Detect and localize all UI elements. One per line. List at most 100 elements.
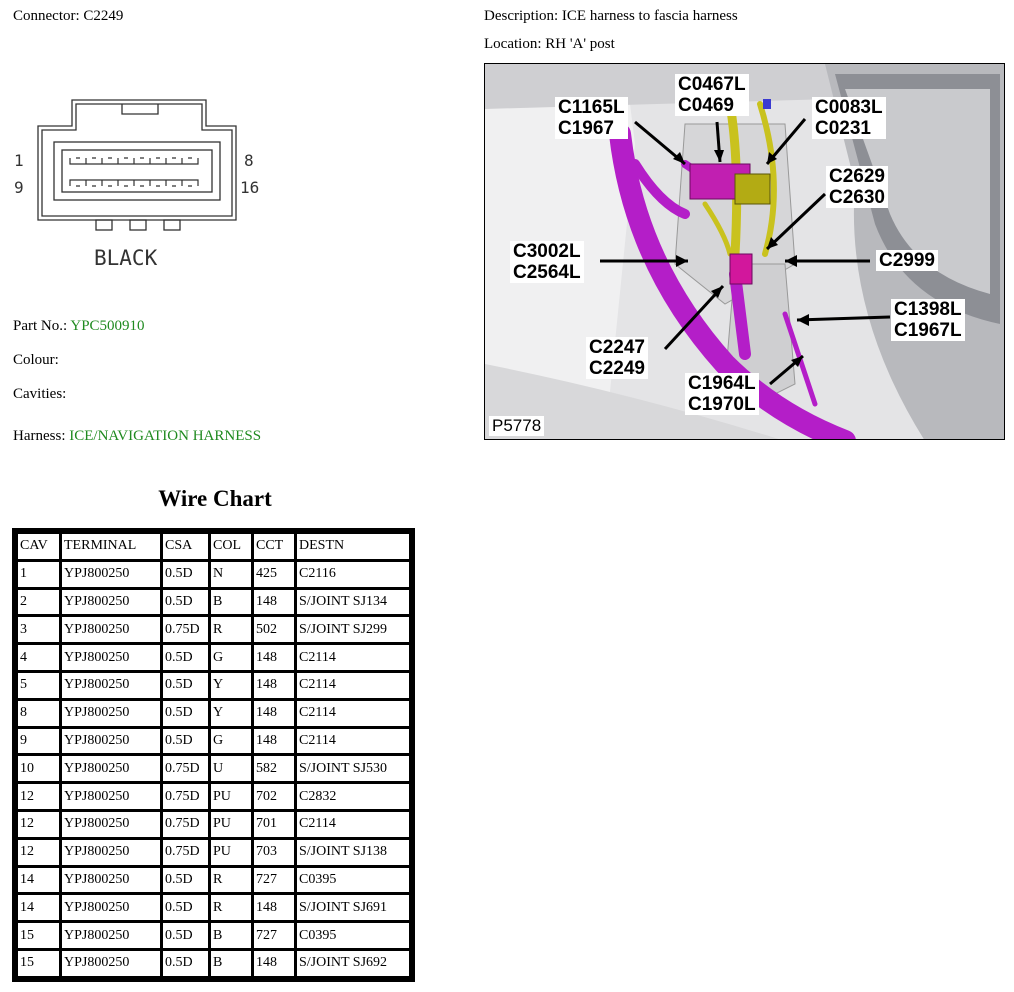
cell-cav: 10 [18,756,59,782]
cell-cav: 12 [18,839,59,865]
cell-terminal: YPJ800250 [62,895,160,921]
callout-c2999: C2999 [876,250,938,271]
cell-destn: C2116 [297,561,409,587]
column-header-col: COL [211,534,251,559]
cell-cav: 5 [18,672,59,698]
cell-terminal: YPJ800250 [62,645,160,670]
column-header-destn: DESTN [297,534,409,559]
cell-csa: 0.75D [163,617,208,643]
cell-col: G [211,645,251,670]
pin-label-16: 16 [240,178,259,197]
harness-field: Harness: ICE/NAVIGATION HARNESS [13,428,261,445]
cell-cav: 8 [18,700,59,726]
connector-label: Connector: [13,8,80,24]
callout-c1398l-c1967l: C1398L C1967L [891,299,965,341]
cell-col: B [211,923,251,948]
callout-c0467l-c0469: C0467L C0469 [675,74,749,116]
cell-cct: 702 [254,784,294,809]
description-label: Description: [484,8,559,24]
cell-csa: 0.5D [163,700,208,726]
cell-cav: 15 [18,950,59,976]
cell-cct: 727 [254,923,294,948]
pin-label-8: 8 [244,151,254,170]
cell-cct: 148 [254,728,294,754]
column-header-terminal: TERMINAL [62,534,160,559]
cavities-label: Cavities: [13,386,67,402]
cell-cav: 14 [18,867,59,893]
cell-cav: 3 [18,617,59,643]
cell-csa: 0.5D [163,950,208,976]
cell-col: G [211,728,251,754]
cell-terminal: YPJ800250 [62,923,160,948]
table-header-row: CAV TERMINAL CSA COL CCT DESTN [18,534,409,559]
location-field: Location: RH 'A' post [484,36,615,53]
cell-cct: 701 [254,811,294,837]
callout-c0083l-c0231: C0083L C0231 [812,97,886,139]
part-no-field: Part No.: YPC500910 [13,318,145,335]
cell-csa: 0.5D [163,867,208,893]
cell-terminal: YPJ800250 [62,811,160,837]
cell-cav: 14 [18,895,59,921]
cell-terminal: YPJ800250 [62,561,160,587]
cell-cct: 727 [254,867,294,893]
description-field: Description: ICE harness to fascia harne… [484,8,738,25]
cell-col: PU [211,811,251,837]
cell-destn: C0395 [297,923,409,948]
cell-col: Y [211,672,251,698]
cell-col: PU [211,839,251,865]
cell-cav: 4 [18,645,59,670]
callout-c1165l-c1967: C1165L C1967 [555,97,628,139]
cell-csa: 0.5D [163,923,208,948]
cell-csa: 0.5D [163,728,208,754]
location-value: RH 'A' post [545,36,615,52]
cell-destn: C2114 [297,700,409,726]
part-no-value: YPC500910 [70,318,145,334]
cell-csa: 0.5D [163,895,208,921]
connector-face-diagram: 1 9 8 16 BLACK [10,96,270,276]
cell-cct: 703 [254,839,294,865]
cell-terminal: YPJ800250 [62,672,160,698]
cell-destn: C2114 [297,811,409,837]
cell-destn: S/JOINT SJ691 [297,895,409,921]
cell-destn: C2114 [297,728,409,754]
description-value: ICE harness to fascia harness [561,8,738,24]
location-photo: C1165L C1967 C0467L C0469 C0083L C0231 C… [484,63,1005,440]
callout-c1964l-c1970l: C1964L C1970L [685,373,759,415]
cell-cct: 148 [254,950,294,976]
cell-cct: 148 [254,895,294,921]
housing-colour-text: BLACK [94,246,158,270]
cell-col: PU [211,784,251,809]
cell-cav: 15 [18,923,59,948]
cell-col: U [211,756,251,782]
wire-chart-title: Wire Chart [158,486,272,511]
cell-cct: 148 [254,700,294,726]
cell-destn: C2832 [297,784,409,809]
cell-cct: 148 [254,672,294,698]
cell-csa: 0.5D [163,645,208,670]
cell-cct: 582 [254,756,294,782]
callout-c2247-c2249: C2247 C2249 [586,337,648,379]
cell-terminal: YPJ800250 [62,784,160,809]
cell-destn: C0395 [297,867,409,893]
connector-field: Connector: C2249 [13,8,123,25]
harness-label: Harness: [13,428,66,444]
cell-destn: S/JOINT SJ299 [297,617,409,643]
cell-cav: 1 [18,561,59,587]
column-header-cct: CCT [254,534,294,559]
cell-col: B [211,950,251,976]
harness-value: ICE/NAVIGATION HARNESS [69,428,262,444]
callout-c3002l-c2564l: C3002L C2564L [510,241,584,283]
pin-label-9: 9 [14,178,24,197]
cell-destn: S/JOINT SJ138 [297,839,409,865]
cell-terminal: YPJ800250 [62,589,160,615]
